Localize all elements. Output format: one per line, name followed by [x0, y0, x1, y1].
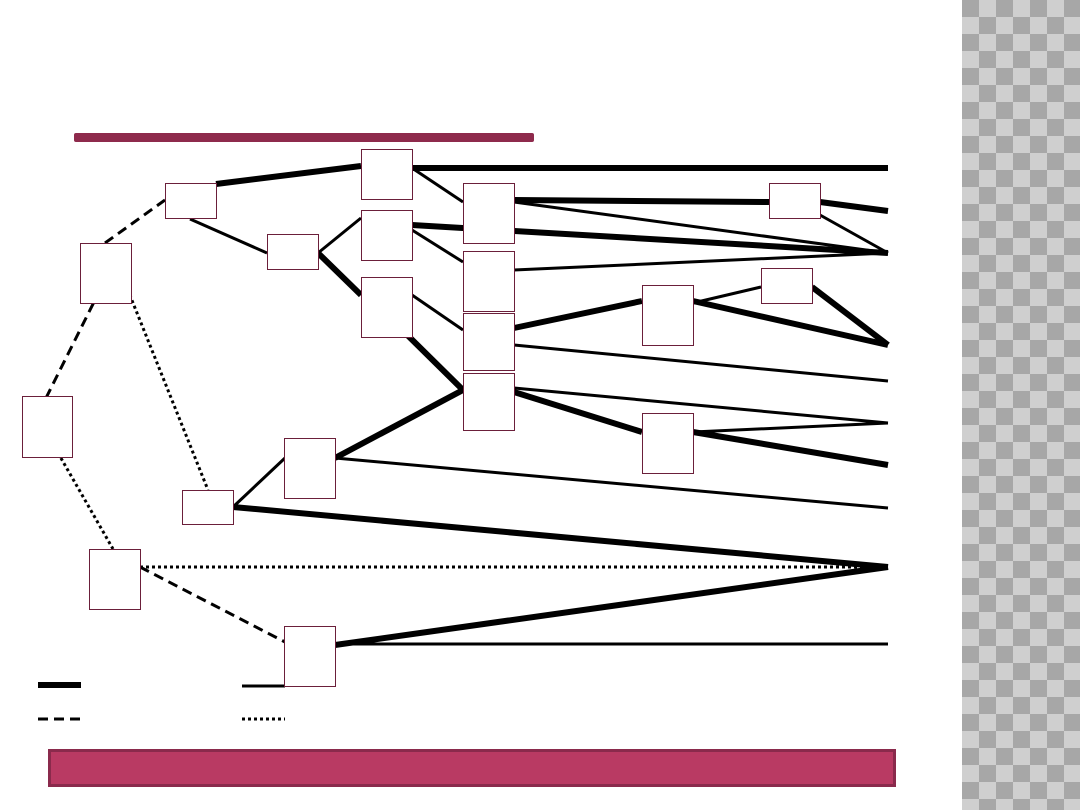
edge-thick [333, 387, 465, 461]
edge-thin [411, 166, 464, 204]
edge-thin [411, 228, 464, 264]
edge-thin [513, 251, 889, 272]
edge-thick [692, 298, 889, 348]
decorative-sidebar [962, 0, 1080, 810]
edge-dashed [139, 565, 286, 644]
node-box [267, 234, 319, 270]
edge-thick [513, 197, 770, 205]
node-box [463, 373, 515, 431]
edge-thin [692, 421, 889, 434]
node-box [22, 396, 73, 458]
node-box [89, 549, 141, 610]
edge-thin [334, 456, 889, 510]
node-box [361, 277, 413, 338]
edge-dashed [104, 198, 166, 245]
network-diagram [38, 163, 890, 721]
edge-thin [513, 343, 889, 383]
node-box [182, 490, 234, 525]
node-box [761, 268, 813, 304]
node-box [361, 210, 413, 261]
node-box [769, 183, 821, 219]
node-box [642, 413, 694, 474]
title-accent-bar [74, 133, 534, 142]
edge-thin [692, 285, 762, 305]
edge-thick [513, 389, 643, 435]
node-box [463, 183, 515, 244]
edge-thin [411, 293, 464, 332]
node-box [463, 251, 515, 312]
edge-thin [317, 216, 362, 255]
edge-thick [232, 504, 889, 570]
node-box [284, 438, 336, 499]
node-box [284, 626, 336, 687]
edge-thick [215, 163, 362, 187]
edge-thick [692, 429, 889, 468]
edge-thin [189, 217, 268, 255]
footer-bar [48, 749, 896, 787]
node-box [361, 149, 413, 200]
node-box [463, 313, 515, 371]
edge-thick [819, 199, 889, 214]
edge-dotted [121, 277, 210, 491]
edge-thick [315, 250, 364, 298]
edge-thick [810, 284, 890, 348]
edge-thick [334, 564, 889, 648]
edge-thin [513, 200, 889, 255]
node-box [642, 285, 694, 346]
edge-thin [819, 213, 889, 255]
node-box [165, 183, 217, 219]
edge-thin [231, 456, 287, 509]
edge-thin [513, 386, 889, 425]
edge-dashed [44, 277, 108, 399]
edge-thick [513, 298, 643, 331]
edge-dotted [44, 431, 115, 550]
node-box [80, 243, 132, 304]
